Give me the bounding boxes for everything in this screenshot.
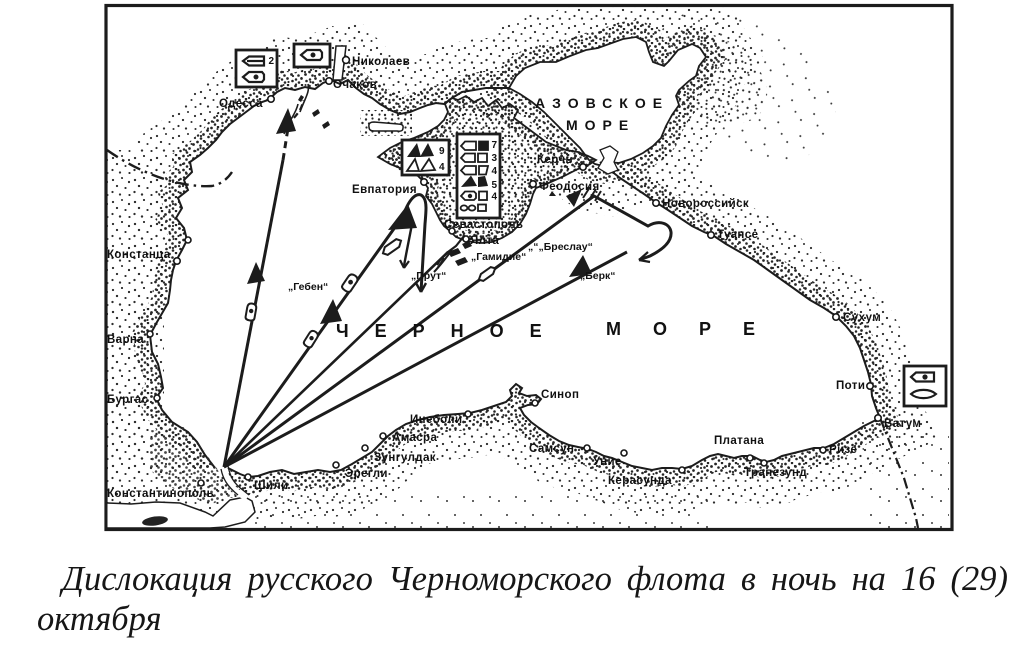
svg-text:Севастополь: Севастополь xyxy=(444,219,523,231)
svg-text:„“„Бреслау“: „“„Бреслау“ xyxy=(528,241,593,253)
svg-text:Одесса: Одесса xyxy=(219,98,263,110)
svg-text:Платана: Платана xyxy=(714,435,764,447)
svg-text:3: 3 xyxy=(492,153,498,164)
svg-text:5: 5 xyxy=(492,180,498,191)
svg-text:Туапсе: Туапсе xyxy=(717,229,758,241)
svg-text:4: 4 xyxy=(492,192,498,203)
svg-text:„Берк“: „Берк“ xyxy=(580,270,616,282)
svg-text:Керчь: Керчь xyxy=(537,154,573,166)
svg-text:МОРЕ: МОРЕ xyxy=(566,117,635,133)
svg-text:Новороссийск: Новороссийск xyxy=(662,198,749,210)
svg-text:Константинополь: Константинополь xyxy=(107,488,214,500)
svg-text:Николаев: Николаев xyxy=(352,56,410,68)
svg-text:Керасунда: Керасунда xyxy=(608,475,672,487)
svg-text:Инеболи: Инеболи xyxy=(410,414,462,426)
svg-text:7: 7 xyxy=(492,140,498,151)
svg-text:9: 9 xyxy=(439,146,445,157)
svg-text:Зунгулдак: Зунгулдак xyxy=(374,452,436,464)
svg-text:Уние: Уние xyxy=(593,456,622,468)
svg-text:Эрегли: Эрегли xyxy=(345,468,388,480)
svg-text:„Прут“: „Прут“ xyxy=(411,270,446,282)
svg-text:„Гамидие“: „Гамидие“ xyxy=(471,251,526,263)
svg-text:Очаков: Очаков xyxy=(333,79,377,91)
svg-text:ЧЕРНОЕ: ЧЕРНОЕ xyxy=(336,321,568,341)
svg-text:Сухум: Сухум xyxy=(843,312,881,324)
svg-text:Бургас: Бургас xyxy=(107,394,149,406)
svg-text:Констанца: Констанца xyxy=(107,249,171,261)
svg-text:Евпатория: Евпатория xyxy=(352,184,417,196)
svg-text:Синоп: Синоп xyxy=(541,389,579,401)
svg-text:Варна: Варна xyxy=(107,334,144,346)
svg-text:2: 2 xyxy=(269,56,275,67)
svg-text:Поти: Поти xyxy=(836,380,865,392)
svg-text:МОРЕ: МОРЕ xyxy=(606,319,787,339)
svg-text:Ялта: Ялта xyxy=(470,235,499,247)
svg-text:Ризе: Ризе xyxy=(829,444,857,456)
svg-text:Батум: Батум xyxy=(884,418,921,430)
svg-text:Самсун: Самсун xyxy=(529,443,574,455)
svg-text:„Гебен“: „Гебен“ xyxy=(288,281,328,293)
svg-text:4: 4 xyxy=(439,162,445,173)
svg-text:Амасра: Амасра xyxy=(392,432,437,444)
svg-text:4: 4 xyxy=(492,166,498,177)
svg-text:АЗОВСКОЕ: АЗОВСКОЕ xyxy=(535,95,669,111)
svg-text:Шили: Шили xyxy=(254,480,289,492)
svg-text:Феодосия: Феодосия xyxy=(539,181,600,193)
svg-text:Трапезунд: Трапезунд xyxy=(744,467,807,479)
